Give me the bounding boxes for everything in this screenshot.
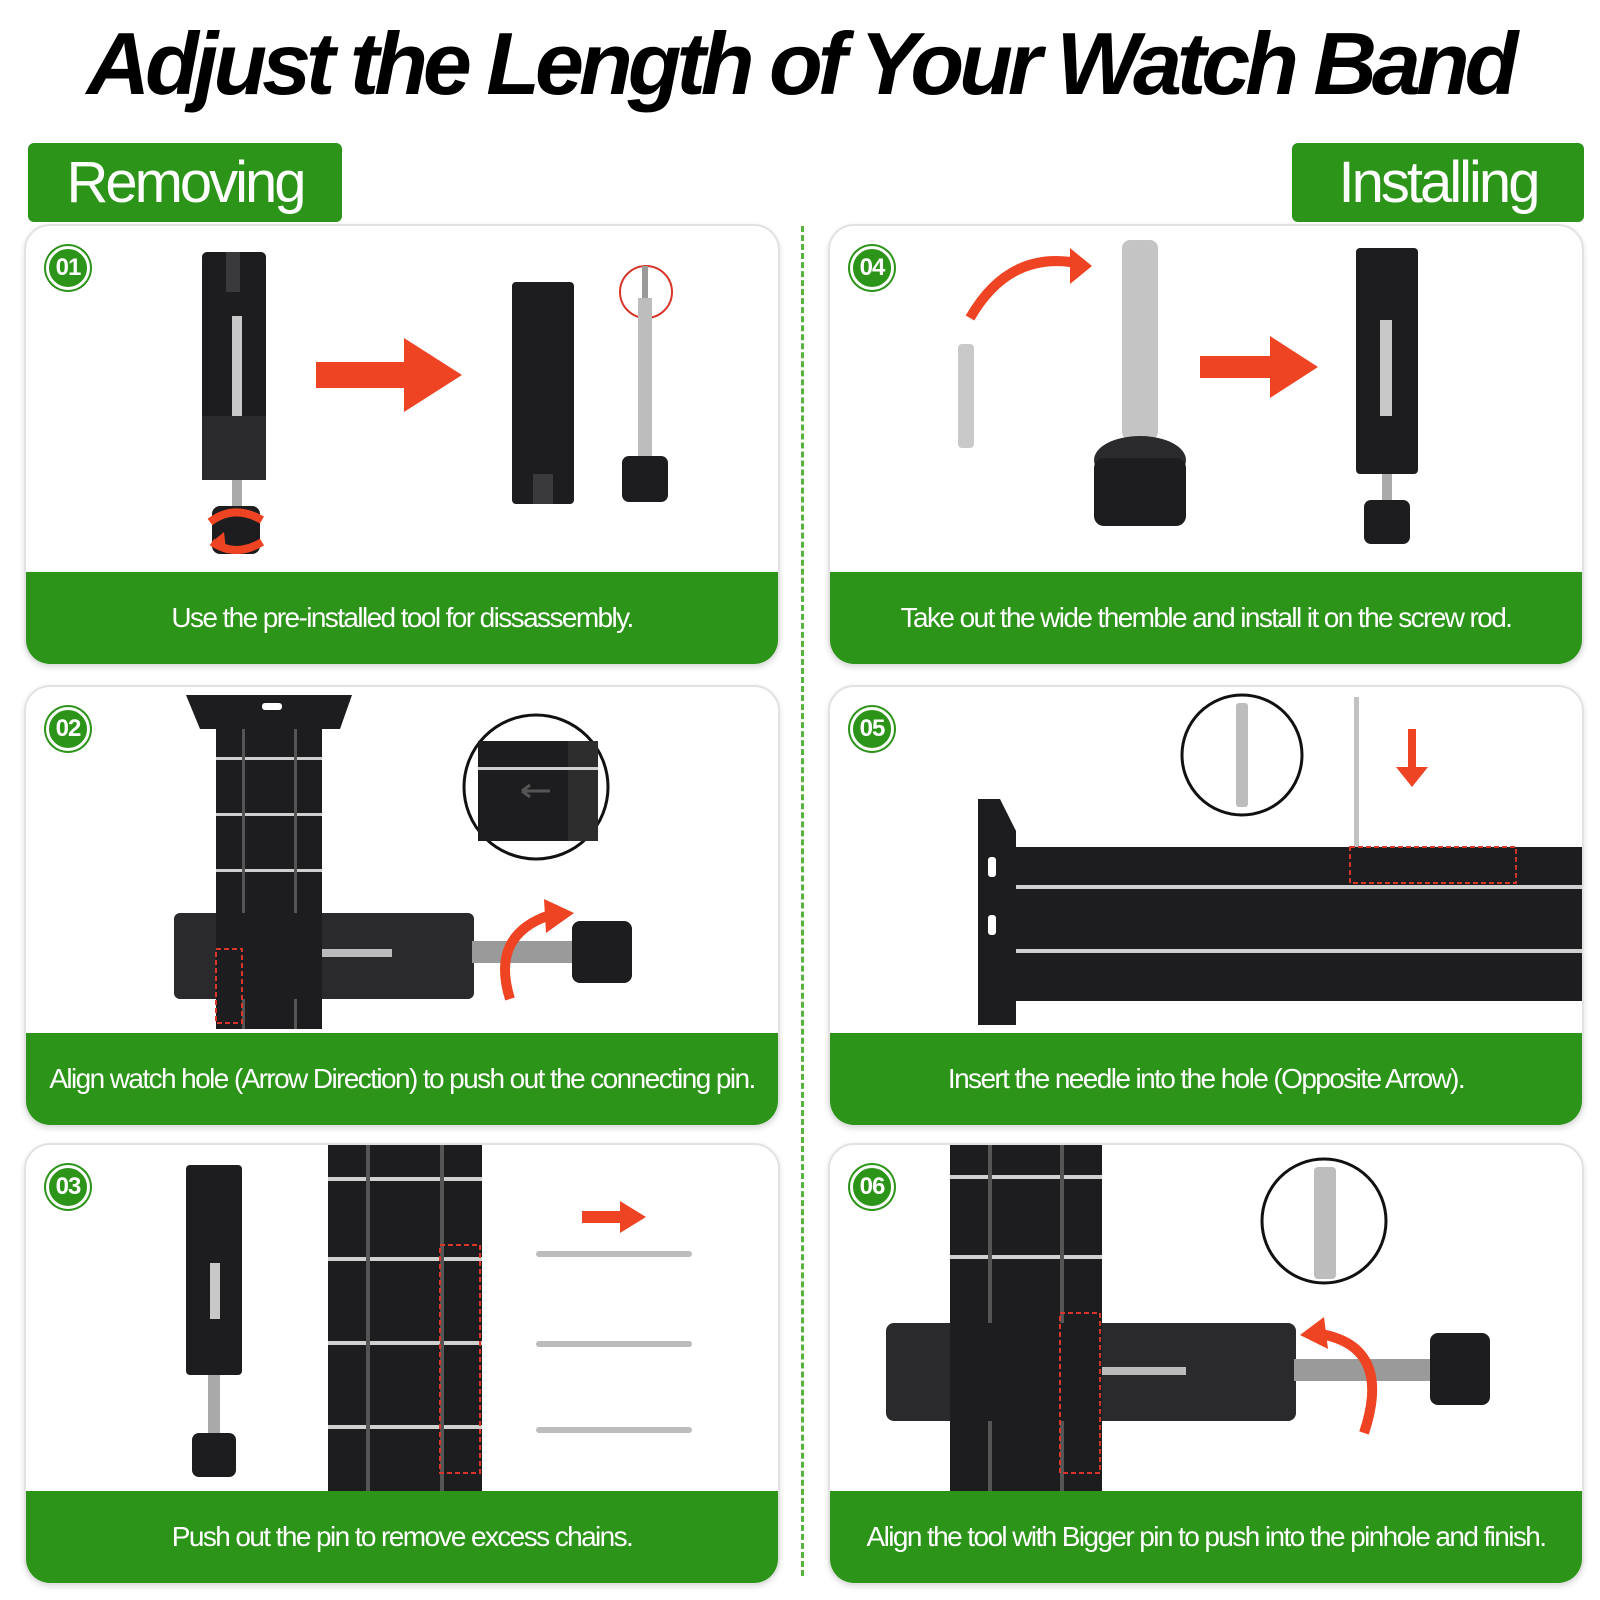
step-card-02: 02 Align watch hole (Arrow Direction) to… xyxy=(24,685,780,1127)
screw-rod xyxy=(232,316,242,426)
pinhole-highlight xyxy=(1059,1312,1101,1474)
watch-connector xyxy=(978,799,1016,1025)
section-divider xyxy=(801,226,804,1576)
band-links xyxy=(950,1145,1102,1497)
step-05-illustration xyxy=(978,693,1582,1025)
step-01-illustration xyxy=(202,252,673,554)
section-tab-removing: Removing xyxy=(28,143,342,222)
pin-highlight xyxy=(439,1244,481,1474)
curved-arrow xyxy=(965,256,1084,321)
band-connector xyxy=(186,695,352,729)
right-arrow xyxy=(582,1211,622,1223)
step-card-05: 05 Insert the needle into the hole (Oppo… xyxy=(828,685,1584,1127)
step-badge: 02 xyxy=(46,707,90,751)
band-links xyxy=(328,1145,482,1497)
step-badge: 04 xyxy=(850,246,894,290)
step-caption: Push out the pin to remove excess chains… xyxy=(26,1491,778,1583)
screw-rod xyxy=(1294,1359,1434,1381)
hole-highlight xyxy=(215,948,243,1024)
band-links xyxy=(1016,847,1582,1001)
right-arrow xyxy=(316,362,406,388)
step-card-04: 04 Take out the wide themble and install… xyxy=(828,224,1584,666)
step-caption: Use the pre-installed tool for dissassem… xyxy=(26,572,778,664)
step-caption: Align watch hole (Arrow Direction) to pu… xyxy=(26,1033,778,1125)
step-caption: Insert the needle into the hole (Opposit… xyxy=(830,1033,1582,1125)
thimble-knob xyxy=(1094,458,1186,526)
right-arrow xyxy=(1200,356,1272,378)
step-badge: 06 xyxy=(850,1165,894,1209)
needle xyxy=(1354,697,1359,847)
step-card-06: 06 Align the tool with Bigger pin to pus… xyxy=(828,1143,1584,1585)
step-06-illustration xyxy=(886,1145,1490,1497)
step-card-03: 03 Push out the pin to remove excess cha… xyxy=(24,1143,780,1585)
hole-highlight xyxy=(1349,846,1517,884)
rotate-arrow xyxy=(500,910,552,1001)
wide-thimble xyxy=(512,282,574,504)
step-badge: 05 xyxy=(850,707,894,751)
direction-arrow-icon xyxy=(521,783,550,799)
screw-rod-detached xyxy=(638,298,652,458)
section-tab-installing: Installing xyxy=(1292,143,1584,222)
page-title: Adjust the Length of Your Watch Band xyxy=(86,14,1519,113)
rotate-arrow xyxy=(1313,1328,1378,1435)
rotate-arrow xyxy=(207,508,264,526)
wide-thimble-rod xyxy=(1122,240,1158,440)
small-pin xyxy=(958,344,974,448)
removed-pin xyxy=(536,1341,692,1347)
step-02-illustration xyxy=(174,695,632,1029)
knob-detached xyxy=(622,456,668,502)
step-04-illustration xyxy=(958,240,1418,544)
step-03-illustration xyxy=(186,1145,692,1497)
removed-pin xyxy=(536,1427,692,1433)
down-arrow xyxy=(1408,729,1416,769)
step-card-01: 01 Use the pre-installed tool for dissas… xyxy=(24,224,780,666)
step-badge: 01 xyxy=(46,246,90,290)
step-caption: Take out the wide themble and install it… xyxy=(830,572,1582,664)
removed-pin xyxy=(536,1251,692,1257)
step-badge: 03 xyxy=(46,1165,90,1209)
step-caption: Align the tool with Bigger pin to push i… xyxy=(830,1491,1582,1583)
screw-rod xyxy=(472,941,572,963)
